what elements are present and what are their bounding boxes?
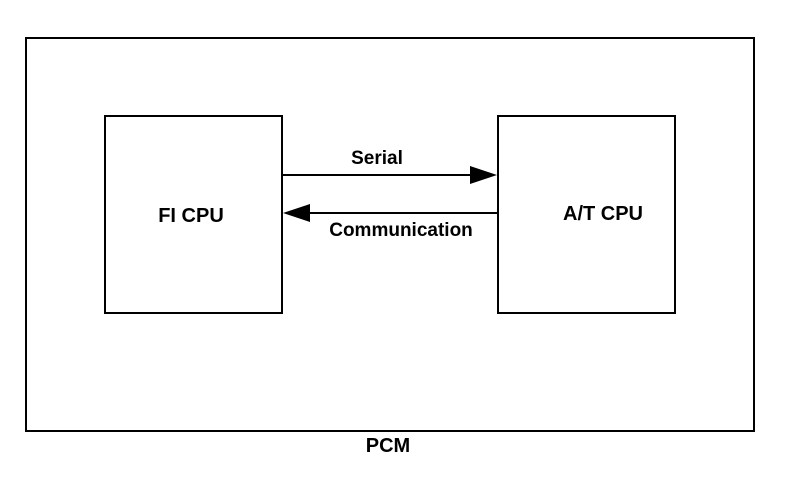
fi-cpu-block (104, 115, 283, 314)
fi-cpu-label: FI CPU (158, 205, 224, 227)
arrow-left (283, 204, 498, 222)
at-cpu-label: A/T CPU (563, 203, 643, 225)
arrow-right (282, 166, 497, 184)
at-cpu-block (497, 115, 676, 314)
pcm-label: PCM (366, 435, 410, 457)
communication-label: Communication (329, 220, 473, 241)
serial-label: Serial (351, 148, 403, 169)
pcm-enclosure (25, 37, 755, 432)
